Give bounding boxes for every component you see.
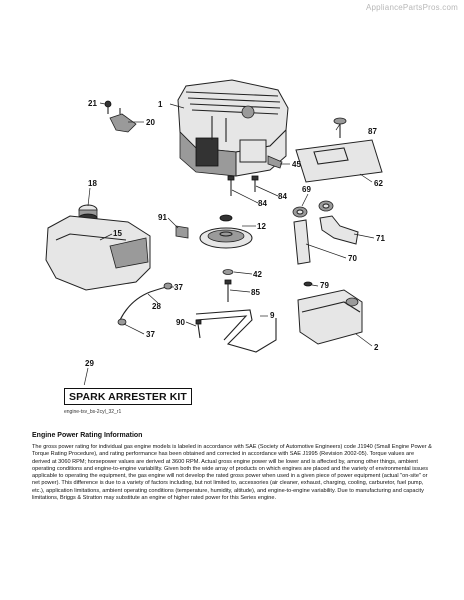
exhaust-pipe-part-70[interactable] (293, 219, 311, 265)
callout-79: 79 (320, 281, 329, 290)
callout-62: 62 (374, 179, 383, 188)
fuel-line-part-28[interactable] (119, 285, 171, 321)
bracket-part-9[interactable] (195, 309, 277, 353)
pulley-part-12[interactable] (199, 214, 253, 249)
spark-arrester-kit-label[interactable]: SPARK ARRESTER KIT (64, 388, 192, 405)
callout-9: 9 (270, 311, 275, 320)
callout-84-left: 84 (258, 199, 267, 208)
heat-shield-part-62[interactable] (295, 139, 383, 183)
leader-lines (83, 102, 375, 385)
fitting-part-91[interactable] (175, 225, 189, 239)
bolt-part-90[interactable] (195, 319, 202, 339)
parts-diagram: 1 21 20 87 45 62 18 84 84 69 91 12 15 71… (45, 79, 385, 385)
washer-part-42[interactable] (222, 269, 234, 275)
callout-18: 18 (88, 179, 97, 188)
info-title: Engine Power Rating Information (32, 432, 143, 439)
callout-85: 85 (251, 288, 260, 297)
callout-2: 2 (374, 343, 379, 352)
callout-91: 91 (158, 213, 167, 222)
info-body: The gross power rating for individual ga… (32, 444, 432, 502)
throttle-control-part-20[interactable] (109, 108, 137, 133)
callout-37-upper: 37 (174, 283, 183, 292)
callout-71: 71 (376, 234, 385, 243)
callout-12: 12 (257, 222, 266, 231)
nut-part-79[interactable] (303, 281, 313, 287)
callout-28: 28 (152, 302, 161, 311)
callout-84-right: 84 (278, 192, 287, 201)
engine-power-rating-section: Engine Power Rating Information The gros… (32, 432, 432, 502)
callout-69: 69 (302, 185, 311, 194)
bolt-part-84-right[interactable] (251, 175, 259, 192)
callout-45: 45 (292, 160, 301, 169)
callout-42: 42 (253, 270, 262, 279)
callout-21: 21 (88, 99, 97, 108)
watermark-text: AppliancePartsPros.com (366, 3, 458, 12)
callout-labels: 1 21 20 87 45 62 18 84 84 69 91 12 15 71… (85, 99, 385, 368)
exhaust-pipe-part-71[interactable] (319, 215, 359, 245)
figure-code: engine-tsv_bs-2cyl_32_r1 (64, 409, 122, 415)
bolt-part-87[interactable] (333, 117, 347, 138)
clip-part-45[interactable] (267, 155, 283, 169)
bolt-part-84-left[interactable] (227, 175, 235, 196)
muffler-part-2[interactable] (297, 289, 363, 345)
callout-20: 20 (146, 118, 155, 127)
callout-29: 29 (85, 359, 94, 368)
callout-15: 15 (113, 229, 122, 238)
screw-part-21[interactable] (104, 100, 112, 114)
callout-37-lower: 37 (146, 330, 155, 339)
callout-87: 87 (368, 127, 377, 136)
gasket-part-69[interactable] (292, 200, 334, 218)
clamp-part-37-lower[interactable] (117, 318, 127, 326)
clamp-part-37-upper[interactable] (163, 282, 173, 290)
callout-70: 70 (348, 254, 357, 263)
callout-1: 1 (158, 100, 163, 109)
callout-90: 90 (176, 318, 185, 327)
fuel-tank-part-15[interactable] (45, 215, 151, 291)
bolt-part-85[interactable] (224, 279, 232, 302)
